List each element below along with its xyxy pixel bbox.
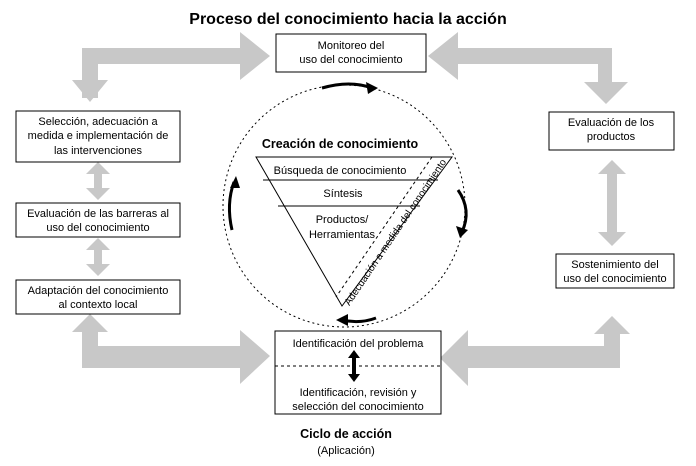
identificacion-problema: Identificación del problema bbox=[293, 338, 425, 350]
evaluacion-productos-line1: Evaluación de los bbox=[568, 117, 655, 129]
double-arrow-left-lower bbox=[86, 238, 110, 276]
box-monitoreo bbox=[275, 33, 427, 73]
circle-arrow-left bbox=[227, 181, 236, 231]
circle-arrowhead-bottom bbox=[336, 314, 348, 326]
seleccion-line1: Selección, adecuación a bbox=[38, 116, 158, 128]
monitoreo-line2: uso del conocimiento bbox=[299, 54, 402, 66]
adaptacion-line1: Adaptación del conocimiento bbox=[28, 285, 169, 297]
double-arrow-right bbox=[598, 160, 626, 246]
knowledge-funnel bbox=[255, 156, 453, 307]
funnel-dashed-diagonal bbox=[335, 156, 433, 298]
box-evaluacion-barreras bbox=[15, 202, 181, 238]
box-seleccion bbox=[15, 110, 181, 163]
cycle-connector-arrows bbox=[72, 32, 630, 386]
circle-arrowhead-left bbox=[230, 176, 240, 188]
arrow-tail-left-top bbox=[72, 80, 108, 102]
evaluacion-productos-line2: productos bbox=[587, 131, 636, 143]
identificacion-seleccion-line1: Identificación, revisión y bbox=[300, 387, 417, 399]
funnel-busqueda: Búsqueda de conocimiento bbox=[274, 165, 407, 177]
identificacion-seleccion-line2: selección del conocimiento bbox=[292, 401, 423, 413]
barreras-line1: Evaluación de las barreras al bbox=[27, 208, 169, 220]
arrow-from-monitoreo bbox=[428, 32, 628, 104]
sostenimiento-line2: uso del conocimiento bbox=[563, 273, 666, 285]
ciclo-accion-sublabel: (Aplicación) bbox=[317, 445, 374, 457]
box-adaptacion bbox=[15, 279, 181, 315]
barreras-line2: uso del conocimiento bbox=[46, 222, 149, 234]
double-arrow-bottom-box bbox=[348, 350, 360, 382]
arrow-to-bottom-box bbox=[72, 314, 270, 384]
box-evaluacion-productos bbox=[548, 111, 675, 151]
funnel-triangle bbox=[255, 156, 453, 307]
monitoreo-line1: Monitoreo del bbox=[318, 40, 385, 52]
double-arrow-left-upper bbox=[86, 162, 110, 200]
creation-heading: Creación de conocimiento bbox=[262, 137, 419, 151]
arrow-from-right-to-bottom bbox=[440, 316, 630, 386]
ciclo-accion-label: Ciclo de acción bbox=[300, 427, 392, 441]
arrow-to-monitoreo bbox=[82, 32, 270, 98]
funnel-productos-line2: Herramientas bbox=[309, 229, 376, 241]
sostenimiento-line1: Sostenimiento del bbox=[571, 259, 658, 271]
box-identificacion bbox=[274, 330, 442, 415]
box-sostenimiento bbox=[555, 253, 675, 289]
seleccion-line2: medida e implementación de bbox=[28, 130, 169, 142]
seleccion-line3: las intervenciones bbox=[54, 145, 143, 157]
circle-arrowhead-right bbox=[456, 226, 468, 238]
circle-arrowhead-top bbox=[366, 82, 378, 94]
funnel-sintesis: Síntesis bbox=[323, 188, 363, 200]
funnel-productos-line1: Productos/ bbox=[316, 214, 370, 226]
circle-arrow-top bbox=[321, 82, 373, 90]
circle-arrow-right bbox=[456, 189, 468, 233]
diagram-title: Proceso del conocimiento hacia la acción bbox=[189, 11, 506, 28]
adaptacion-line2: al contexto local bbox=[59, 299, 138, 311]
